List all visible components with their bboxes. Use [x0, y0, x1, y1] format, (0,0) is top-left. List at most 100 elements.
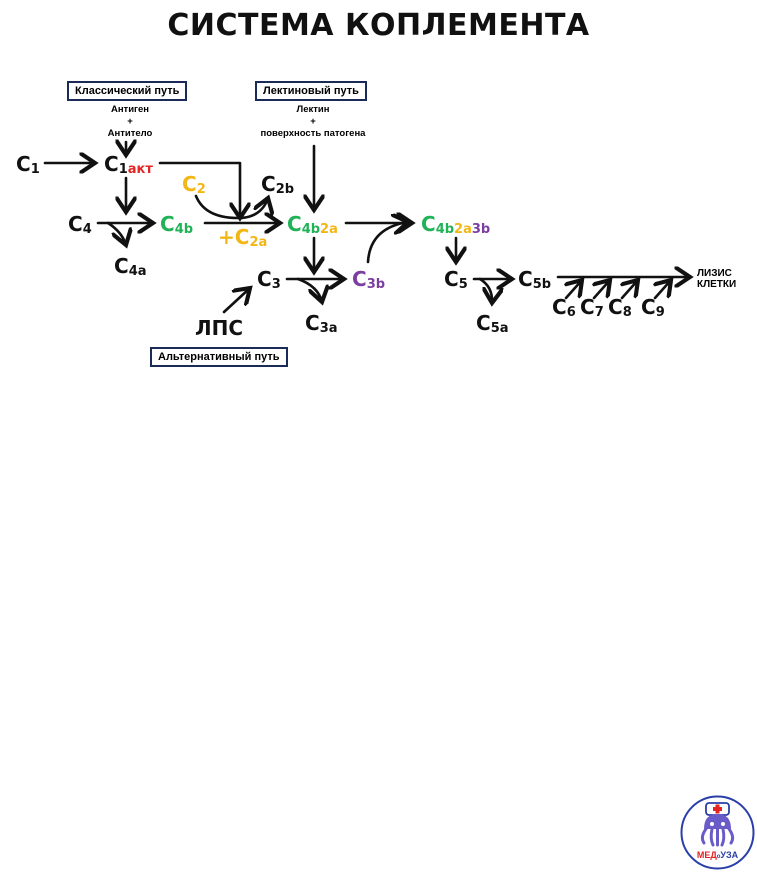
c4b2a-sub2: 2a: [320, 222, 338, 237]
c9-base: C: [641, 295, 656, 319]
plus-c2a-plus: +: [218, 225, 235, 249]
c4b2a3b-base: C: [421, 212, 436, 236]
classical-trigger-note: Антиген + Антитело: [98, 104, 162, 140]
c5-sub: 5: [458, 277, 468, 292]
node-c5b: C5b: [518, 269, 551, 295]
lectin-pathway-box: Лектиновый путь: [255, 81, 367, 101]
node-c6: C6: [552, 297, 576, 323]
c1akt-suffix: акт: [127, 162, 153, 177]
c2-base: C: [182, 172, 197, 196]
classical-pathway-box: Классический путь: [67, 81, 188, 101]
lectin-trigger-note: Лектин + поверхность патогена: [248, 104, 378, 140]
node-c1: C1: [16, 154, 40, 180]
c8-base: C: [608, 295, 623, 319]
c4a-base: C: [114, 254, 129, 278]
logo-text-right: УЗА: [720, 850, 738, 860]
c3b-base: C: [352, 267, 367, 291]
arrow-c9-join: [655, 280, 671, 300]
c3b-sub: 3b: [366, 277, 386, 292]
lysis-word: ЛИЗИС: [697, 268, 732, 279]
c4b2a3b-sub1: 4b: [435, 222, 455, 237]
c2-sub: 2: [196, 182, 206, 197]
c6-base: C: [552, 295, 567, 319]
arrow-c3b-to-c4b2a3b: [366, 222, 408, 264]
arrow-c1akt-to-merge: [158, 161, 240, 218]
node-c2: C2: [182, 174, 206, 200]
lectin-label: Лектин: [296, 104, 330, 115]
c3a-sub: 3a: [319, 321, 338, 336]
arrow-c5-split-c5a: [478, 277, 492, 303]
c5a-base: C: [476, 311, 491, 335]
diagram-title: СИСТЕМА КОПЛЕМЕНТА: [167, 8, 590, 43]
antigen-label: Антиген: [110, 104, 150, 115]
node-c9: C9: [641, 297, 665, 323]
arrow-c8-join: [622, 280, 638, 300]
arrow-c4-split-c4a: [106, 221, 126, 245]
node-c3: C3: [257, 269, 281, 295]
arrow-to-c2b: [240, 198, 268, 220]
cell-lysis-label: ЛИЗИС КЛЕТКИ: [697, 268, 736, 290]
c5b-base: C: [518, 267, 533, 291]
node-c7: C7: [580, 297, 604, 323]
plus-sign: +: [127, 116, 133, 127]
svg-text:МЕДоУЗА: МЕДоУЗА: [697, 850, 739, 860]
arrow-c3-split-c3a: [296, 277, 322, 302]
c7-base: C: [580, 295, 595, 319]
c5-base: C: [444, 267, 459, 291]
c5a-sub: 5a: [490, 321, 509, 336]
node-c4b: C4b: [160, 214, 193, 240]
plus-c2a-sub: 2a: [249, 235, 268, 250]
meduza-logo: МЕДоУЗА: [680, 795, 755, 870]
alternative-pathway-box: Альтернативный путь: [150, 347, 288, 367]
arrow-lps-to-c3: [222, 288, 250, 314]
c4-base: C: [68, 212, 83, 236]
arrow-c6-join: [566, 280, 582, 300]
c4b-base: C: [160, 212, 175, 236]
c7-sub: 7: [594, 305, 604, 320]
node-c1-akt: C1акт: [104, 154, 153, 180]
logo-text-left: МЕД: [697, 850, 718, 860]
c4a-sub: 4a: [128, 264, 147, 279]
c4b2a-sub1: 4b: [301, 222, 321, 237]
c4b2a-base: C: [287, 212, 302, 236]
pathogen-surface-label: поверхность патогена: [260, 128, 366, 139]
node-c4: C4: [68, 214, 92, 240]
logo-text-mid: о: [717, 854, 721, 860]
arrow-c7-join: [594, 280, 610, 300]
c3a-base: C: [305, 311, 320, 335]
cells-word: КЛЕТКИ: [697, 279, 737, 290]
c2b-sub: 2b: [275, 182, 295, 197]
octopus-logo-icon: МЕДоУЗА: [680, 795, 755, 870]
node-c4b2a3b: C4b2a3b: [421, 214, 490, 240]
antibody-label: Антитело: [107, 128, 153, 139]
node-lps: ЛПС: [195, 316, 244, 340]
node-c2b: C2b: [261, 174, 294, 200]
node-c3b: C3b: [352, 269, 385, 295]
c4b2a3b-sub3: 3b: [471, 222, 491, 237]
c8-sub: 8: [622, 305, 632, 320]
node-c8: C8: [608, 297, 632, 323]
node-c5a: C5a: [476, 313, 509, 339]
c4b-sub: 4b: [174, 222, 194, 237]
c1-base: C: [16, 152, 31, 176]
plus-sign: +: [310, 116, 316, 127]
node-c5: C5: [444, 269, 468, 295]
c1akt-sub: 1: [118, 162, 128, 177]
node-c4a: C4a: [114, 256, 147, 282]
node-c3a: C3a: [305, 313, 338, 339]
c2b-base: C: [261, 172, 276, 196]
c4b2a3b-sub2: 2a: [454, 222, 472, 237]
node-plus-c2a: +C2a: [218, 227, 267, 253]
c5b-sub: 5b: [532, 277, 552, 292]
c3-base: C: [257, 267, 272, 291]
plus-c2a-base: C: [234, 225, 250, 249]
node-c4b2a: C4b2a: [287, 214, 338, 240]
c3-sub: 3: [271, 277, 281, 292]
c6-sub: 6: [566, 305, 576, 320]
c1akt-base: C: [104, 152, 119, 176]
c4-sub: 4: [82, 222, 92, 237]
c9-sub: 9: [655, 305, 665, 320]
c1-sub: 1: [30, 162, 40, 177]
arrow-c2-curve: [194, 194, 240, 220]
